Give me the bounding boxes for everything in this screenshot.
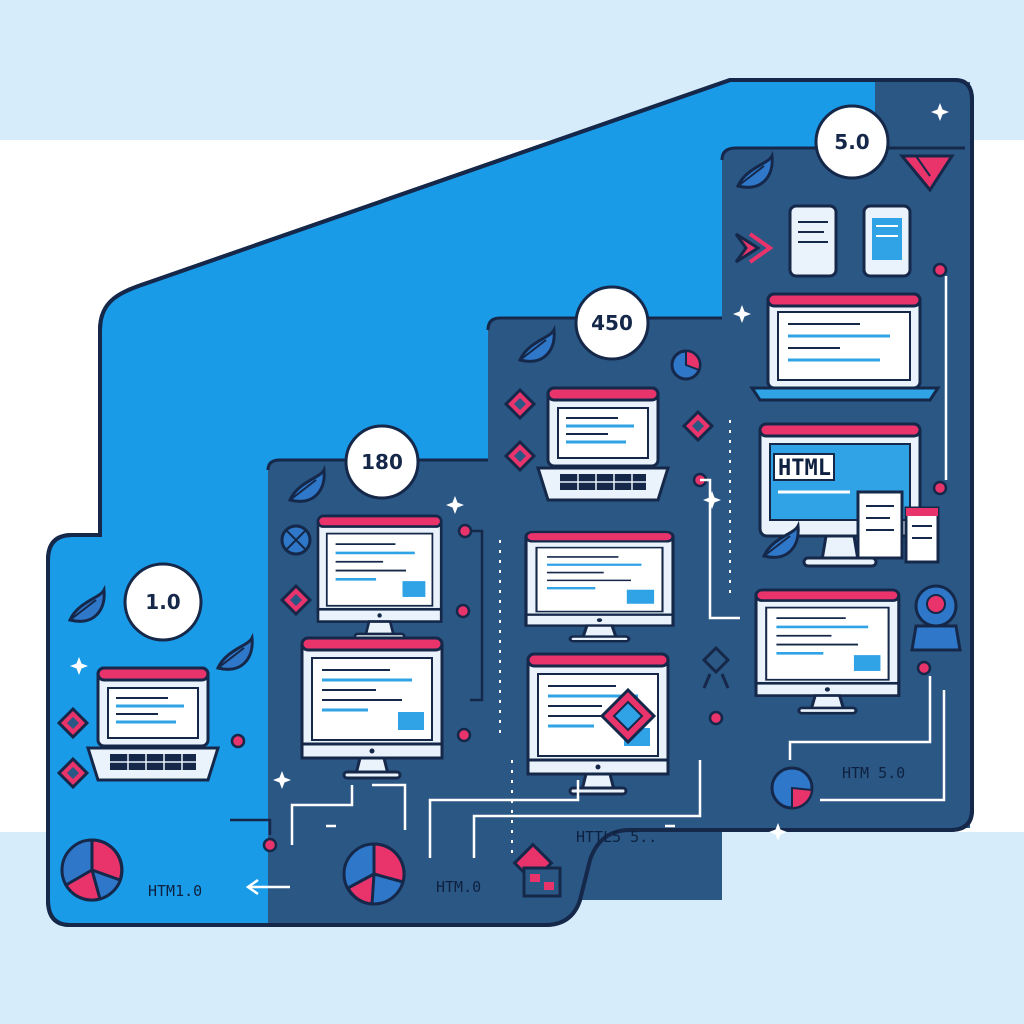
pie-icon: [342, 842, 406, 906]
decorative-dashes: [499, 420, 731, 860]
laptop-icon: [86, 666, 220, 782]
stage-caption: HTM 5.0: [842, 764, 905, 782]
version-badge-label: 450: [591, 311, 633, 335]
stage-4: 5.0 HTML: [733, 103, 962, 841]
connector-dot: [262, 837, 278, 853]
connector-dot: [932, 262, 948, 278]
connector-dot: [457, 523, 473, 539]
version-badge-label: 5.0: [834, 130, 869, 154]
pie-icon: [770, 766, 814, 810]
stage-3: 450 HTTL5 5..: [428, 285, 740, 898]
puzzle-icon: [280, 524, 312, 556]
version-badge-label: 1.0: [145, 590, 180, 614]
connector-dot: [932, 480, 948, 496]
document-icon: [904, 506, 940, 564]
chevron-icon: [701, 645, 731, 689]
connector-dot: [708, 710, 724, 726]
document-icon: [856, 490, 904, 560]
pie-icon: [60, 838, 124, 902]
tablet-icon: [862, 204, 912, 278]
stage-caption: HTM1.0: [148, 882, 202, 900]
version-badge: [574, 285, 650, 361]
screen-label: HTML: [778, 456, 831, 481]
monitor-icon: [524, 530, 675, 643]
version-badge-label: 180: [361, 450, 403, 474]
pie-icon: [670, 349, 702, 381]
stage-caption: HTTL5 5..: [576, 828, 657, 846]
robot-icon: [910, 584, 962, 652]
version-badge: [814, 104, 890, 180]
stage-caption: HTM.0: [436, 878, 481, 896]
connector-dot: [916, 660, 932, 676]
monitor-icon: [300, 636, 444, 780]
connector-dot: [456, 727, 472, 743]
monitor-icon: [754, 588, 901, 715]
diamond-icon: [599, 687, 657, 745]
laptop-icon: [749, 292, 941, 402]
version-badge: [123, 562, 203, 642]
connector-dot: [230, 733, 246, 749]
monitor-icon: HTML: [758, 422, 940, 568]
stage-2: 180 HTM.0: [262, 424, 484, 906]
tablet-icon: [788, 204, 838, 278]
connector-dot: [455, 603, 471, 619]
chevron-icon: [734, 232, 774, 264]
puzzle-icon: [512, 842, 562, 898]
stage-1: 1.0 HTM1.0: [57, 562, 290, 902]
version-badge: [344, 424, 420, 500]
chevron-icon: [898, 154, 955, 193]
laptop-icon: [536, 386, 670, 502]
monitor-icon: [316, 514, 443, 641]
